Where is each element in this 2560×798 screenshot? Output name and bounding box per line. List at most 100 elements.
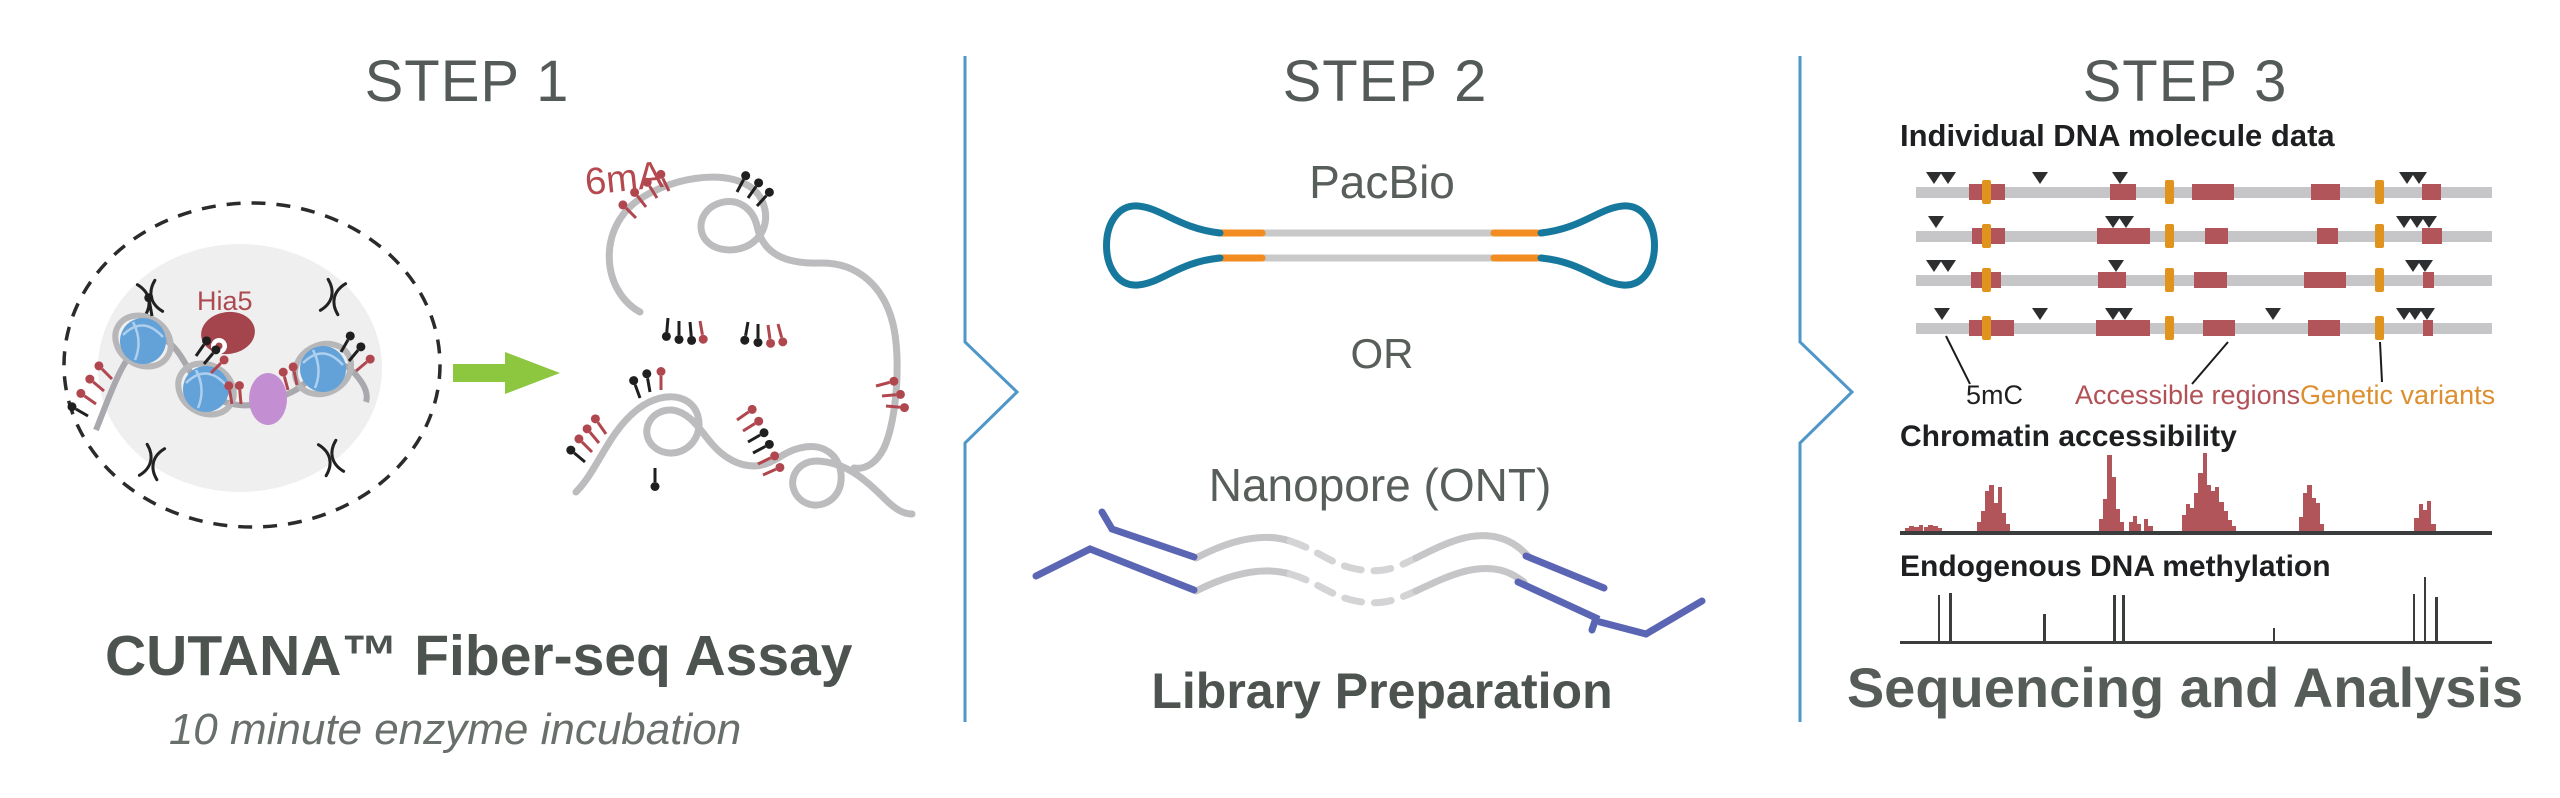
fiber-methyl-marks <box>566 169 909 491</box>
genetic-variant-segment <box>1982 268 1992 292</box>
accessibility-bar <box>2219 502 2224 531</box>
genetic-variant-segment <box>2374 224 2384 248</box>
genetic-variant-segment <box>2374 316 2384 340</box>
accessible-region-segment <box>2193 272 2228 288</box>
accessibility-bar <box>1993 503 1999 531</box>
methylation-tick <box>2122 595 2125 641</box>
methylation-tick <box>1937 595 1941 641</box>
divider-step1-step2 <box>963 56 1020 722</box>
5mc-triangle-mark <box>2408 216 2425 228</box>
accessibility-bar <box>2227 520 2232 531</box>
cell-icon <box>62 201 442 529</box>
accessibility-bar <box>1914 527 1919 531</box>
accessibility-bar <box>2319 524 2325 531</box>
accessibility-bar <box>1904 528 1910 531</box>
accessible-region-segment <box>2096 228 2150 244</box>
accessibility-bar <box>1923 527 1929 531</box>
accessibility-bar <box>1933 526 1938 531</box>
5mc-triangle-mark <box>2031 172 2048 184</box>
accessible-region-segment <box>2316 228 2338 244</box>
dna-fiber-bar <box>1916 231 2492 242</box>
accessible-region-segment <box>2095 320 2150 336</box>
5mc-triangle-mark <box>2104 216 2121 228</box>
5mc-triangle-mark <box>2117 308 2134 320</box>
methylation-heading: Endogenous DNA methylation <box>1900 550 2331 583</box>
5mc-triangle-mark <box>2420 216 2437 228</box>
5mc-triangle-mark <box>2405 260 2422 272</box>
accessibility-bar <box>2223 511 2228 531</box>
accessibility-bar <box>2181 515 2187 531</box>
5mc-triangle-mark <box>2265 308 2282 320</box>
accessibility-bar <box>1981 511 1986 531</box>
accessibility-bar <box>2414 518 2419 531</box>
accessible-region-segment <box>2109 184 2137 200</box>
accessibility-bar <box>2098 519 2104 531</box>
5mc-triangle-mark <box>2411 172 2428 184</box>
accessibility-bar <box>2136 524 2142 531</box>
accessibility-bar <box>2418 504 2424 531</box>
5mc-triangle-mark <box>2108 260 2125 272</box>
step1-subcaption: 10 minute enzyme incubation <box>168 705 742 754</box>
nanopore-library-icon <box>1032 508 1706 638</box>
accessibility-baseline <box>1900 531 2492 535</box>
step1-caption: CUTANA™ Fiber-seq Assay <box>105 624 853 688</box>
accessibility-bar <box>2307 485 2312 531</box>
6ma-label: 6mA <box>582 154 666 204</box>
methylation-tick <box>2412 594 2416 641</box>
accessibility-bar <box>1976 522 1982 531</box>
methylation-tick <box>2435 597 2438 641</box>
legend-genetic-variants: Genetic variants <box>2300 380 2496 410</box>
5mc-triangle-mark <box>2398 172 2415 184</box>
accessibility-bar <box>2111 477 2116 531</box>
step2-title: STEP 2 <box>1282 49 1488 114</box>
methyl-marks <box>67 293 375 418</box>
accessible-region-segment <box>2304 272 2346 288</box>
5mc-triangle-mark <box>2112 172 2129 184</box>
methylation-tick <box>2272 628 2276 641</box>
accessibility-bar <box>2107 455 2112 531</box>
accessibility-bar <box>2311 498 2316 531</box>
accessibility-bar <box>2206 485 2212 531</box>
accessibility-bar <box>2202 453 2207 531</box>
step3-caption: Sequencing and Analysis <box>1846 656 2524 719</box>
accessible-region-segment <box>2422 320 2434 336</box>
legend-5mc: 5mC <box>1966 380 2024 410</box>
accessibility-bar <box>2303 493 2308 531</box>
arrow-right-icon <box>453 352 560 394</box>
accessibility-bar <box>2119 522 2125 531</box>
accessibility-bar <box>2194 493 2199 531</box>
accessibility-bar <box>1997 487 2003 531</box>
genetic-variant-segment <box>1982 180 1992 204</box>
accessibility-bar <box>2210 491 2216 531</box>
5mc-triangle-mark <box>1940 260 1957 272</box>
methylation-baseline <box>1900 641 2492 644</box>
legend-leader-lines <box>1945 335 2383 385</box>
5mc-triangle-mark <box>2104 308 2121 320</box>
accessibility-heading: Chromatin accessibility <box>1900 420 2237 453</box>
genetic-variant-segment <box>2374 268 2384 292</box>
5mc-triangle-mark <box>1940 172 1957 184</box>
accessibility-bar <box>1985 491 1990 531</box>
accessible-region-segment <box>2202 320 2236 336</box>
genetic-variant-segment <box>2374 180 2384 204</box>
accessible-region-segment <box>2311 184 2340 200</box>
methylated-fiber-icon <box>572 173 916 518</box>
nucleosome-icon <box>112 312 174 370</box>
step2-caption: Library Preparation <box>1151 663 1613 719</box>
5mc-triangle-mark <box>1934 308 1951 320</box>
step1-title: STEP 1 <box>364 49 570 114</box>
accessibility-bar <box>1937 528 1943 531</box>
fiber-track-heading: Individual DNA molecule data <box>1900 118 2335 153</box>
accessibility-bar <box>2190 508 2195 531</box>
accessible-region-segment <box>2205 228 2229 244</box>
genetic-variant-segment <box>2165 316 2175 340</box>
5mc-triangle-mark <box>2031 308 2048 320</box>
accessibility-bar <box>1918 525 1924 531</box>
nucleosome-icon <box>175 360 237 418</box>
genetic-variant-segment <box>2165 224 2175 248</box>
accessibility-bar <box>2198 473 2203 531</box>
divider-step2-step3 <box>1798 56 1855 722</box>
5mc-triangle-mark <box>2396 216 2413 228</box>
